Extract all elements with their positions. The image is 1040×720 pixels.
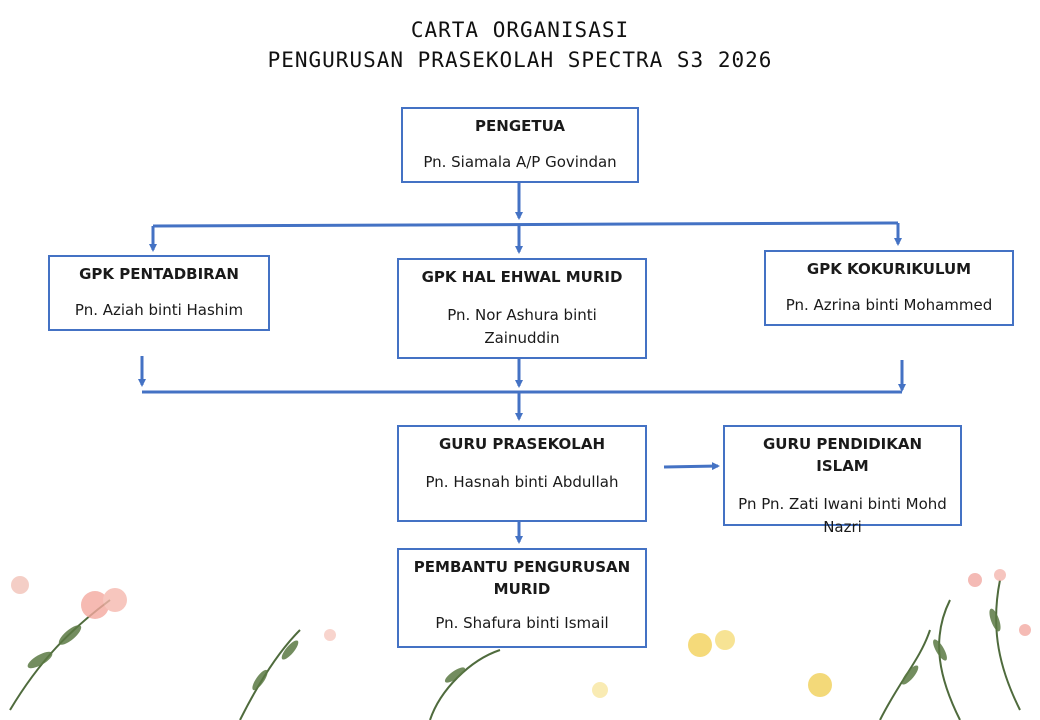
name-pembantu-pengurusan-murid: Pn. Shafura binti Ismail (435, 614, 609, 632)
connector-top-horizontal (152, 221, 899, 228)
name-pengetua: Pn. Siamala A/P Govindan (423, 153, 617, 171)
box-pengetua: PENGETUA Pn. Siamala A/P Govindan (401, 107, 639, 183)
chart-title-line-1: CARTA ORGANISASI (410, 18, 630, 42)
name-gpk-kokurikulum: Pn. Azrina binti Mohammed (785, 296, 993, 314)
role-pengetua: PENGETUA (475, 117, 565, 135)
leaves (27, 608, 1001, 691)
box-guru-prasekolah: GURU PRASEKOLAH Pn. Hasnah binti Abdulla… (397, 425, 647, 522)
role-gpk-pentadbiran: GPK PENTADBIRAN (79, 265, 239, 283)
leaf-sprigs (9, 579, 1021, 720)
role-pembantu-pengurusan-murid: PEMBANTU PENGURUSAN MURID (413, 558, 631, 598)
box-pembantu-pengurusan-murid: PEMBANTU PENGURUSAN MURID Pn. Shafura bi… (397, 548, 647, 648)
role-guru-pendidikan-islam: GURU PENDIDIKAN ISLAM (762, 435, 923, 475)
role-gpk-hal-ehwal-murid: GPK HAL EHWAL MURID (421, 268, 623, 286)
box-gpk-kokurikulum: GPK KOKURIKULUM Pn. Azrina binti Mohamme… (764, 250, 1014, 326)
name-guru-prasekolah: Pn. Hasnah binti Abdullah (425, 473, 619, 491)
chart-title-line-2: PENGURUSAN PRASEKOLAH SPECTRA S3 2026 (267, 48, 773, 72)
role-guru-prasekolah: GURU PRASEKOLAH (438, 435, 606, 453)
box-guru-pendidikan-islam: GURU PENDIDIKAN ISLAM Pn Pn. Zati Iwani … (723, 425, 962, 536)
flowers (11, 569, 1031, 698)
box-gpk-hal-ehwal-murid: GPK HAL EHWAL MURID Pn. Nor Ashura binti… (397, 258, 647, 359)
name-gpk-pentadbiran: Pn. Aziah binti Hashim (74, 301, 244, 319)
floral-decoration (9, 569, 1031, 720)
connector-to-islam (663, 462, 720, 471)
role-gpk-kokurikulum: GPK KOKURIKULUM (806, 260, 972, 278)
name-guru-pendidikan-islam: Pn Pn. Zati Iwani binti Mohd Nazri (738, 495, 947, 536)
box-gpk-pentadbiran: GPK PENTADBIRAN Pn. Aziah binti Hashim (48, 255, 270, 331)
name-gpk-hal-ehwal-murid: Pn. Nor Ashura binti Zainuddin (447, 306, 597, 347)
